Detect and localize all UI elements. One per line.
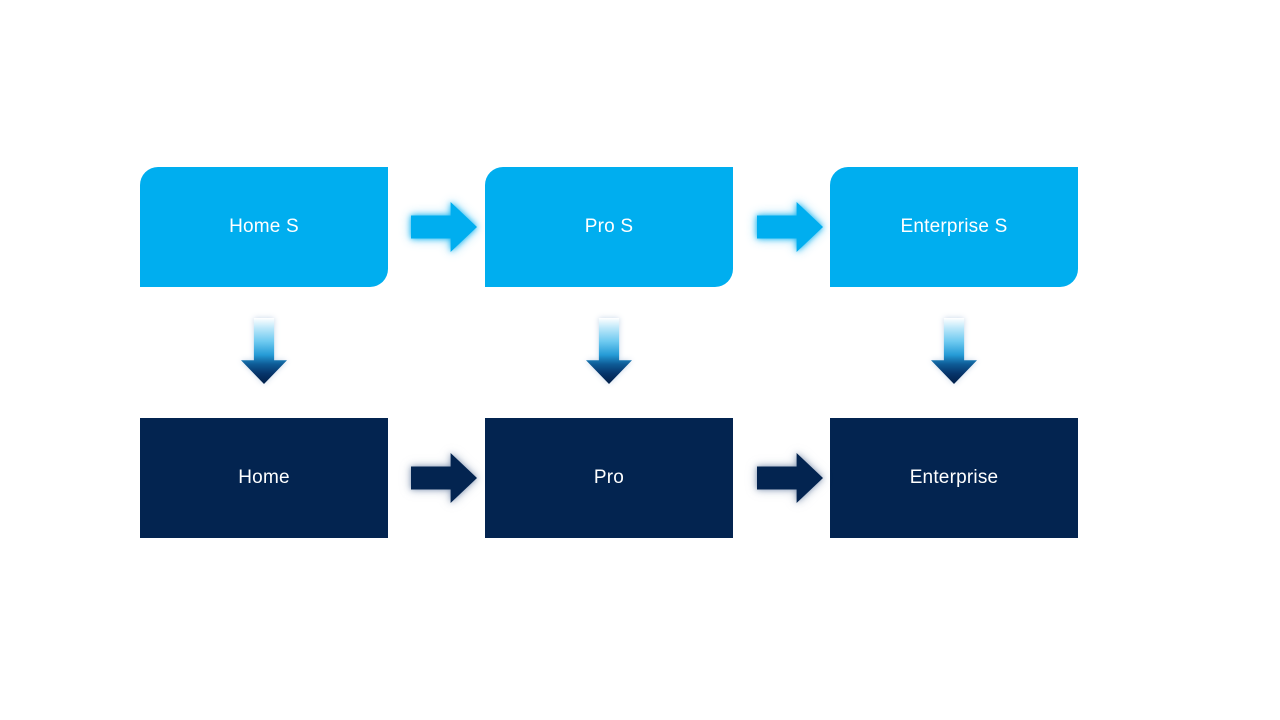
node-pro-s-label: Pro S: [584, 216, 634, 237]
node-enterprise-s-label: Enterprise S: [900, 216, 1008, 237]
node-enterprise-label: Enterprise: [909, 467, 999, 488]
arrow-right-icon: [757, 202, 823, 252]
arrow-down-icon: [931, 318, 977, 384]
node-enterprise: Enterprise: [830, 418, 1078, 538]
arrow-pro-s-to-enterprise-s: [757, 202, 823, 252]
arrow-right-icon: [411, 453, 477, 503]
arrow-enterprise-s-to-enterprise: [931, 318, 977, 384]
node-home: Home: [140, 418, 388, 538]
node-pro-label: Pro: [593, 467, 625, 488]
arrow-home-s-to-pro-s: [411, 202, 477, 252]
arrow-home-s-to-home: [241, 318, 287, 384]
arrow-pro-to-enterprise: [757, 453, 823, 503]
node-home-label: Home: [238, 467, 290, 488]
node-pro-s: Pro S: [485, 167, 733, 287]
node-home-s: Home S: [140, 167, 388, 287]
node-home-s-label: Home S: [229, 216, 299, 237]
arrow-right-icon: [757, 453, 823, 503]
arrow-down-icon: [241, 318, 287, 384]
arrow-home-to-pro: [411, 453, 477, 503]
arrow-right-icon: [411, 202, 477, 252]
arrow-pro-s-to-pro: [586, 318, 632, 384]
node-enterprise-s: Enterprise S: [830, 167, 1078, 287]
arrow-down-icon: [586, 318, 632, 384]
node-pro: Pro: [485, 418, 733, 538]
